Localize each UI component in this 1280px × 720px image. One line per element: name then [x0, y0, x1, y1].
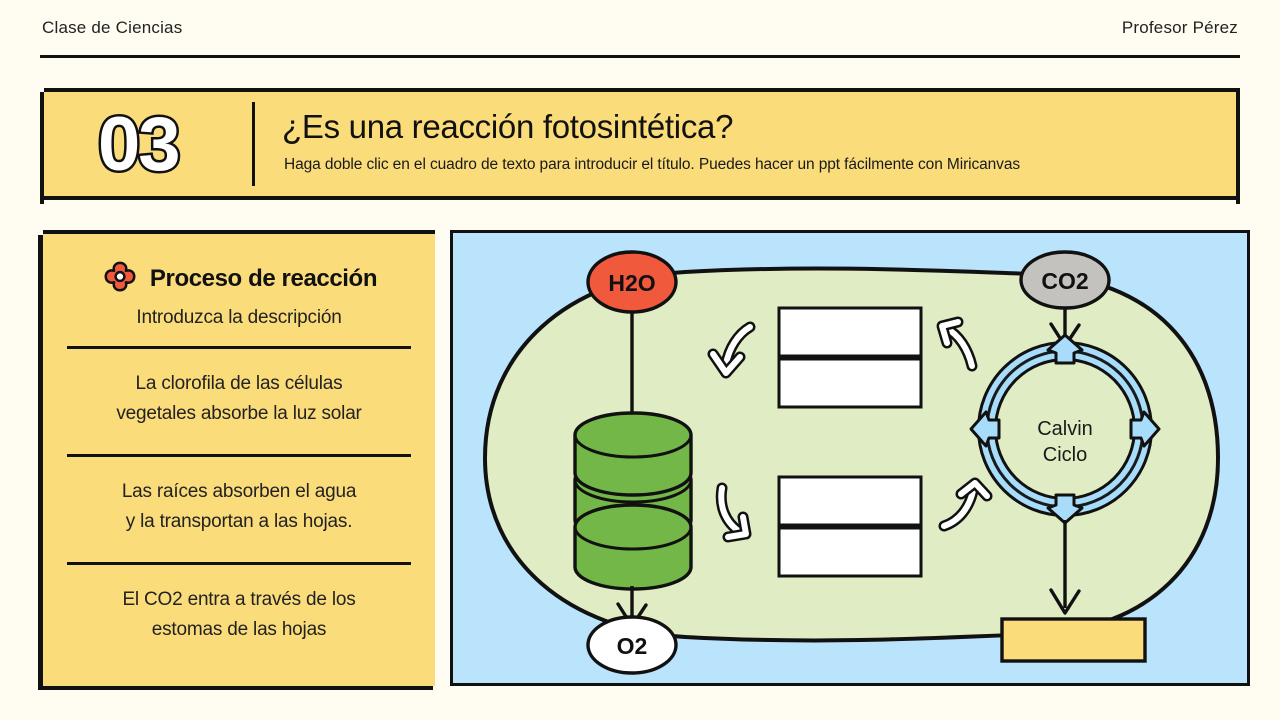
cycle-arrow-top: [1046, 333, 1084, 365]
panel-separator-1: [67, 346, 411, 349]
cycle-arrow-bottom: [1046, 493, 1084, 525]
process-panel: Proceso de reacción Introduzca la descri…: [38, 230, 438, 690]
banner-left-edge: [40, 92, 44, 204]
panel-left-edge: [38, 235, 43, 690]
list-item-line1: La clorofila de las células: [135, 373, 343, 394]
process-panel-description[interactable]: Introduzca la descripción: [136, 307, 342, 328]
result-arrow-head: [1049, 588, 1081, 615]
title-banner: 03 ¿Es una reacción fotosintética? Haga …: [40, 88, 1240, 206]
section-number: 03: [96, 100, 184, 190]
photosynthesis-diagram-panel: Calvin Ciclo H2O CO2 O2: [450, 230, 1250, 688]
photosynthesis-diagram: Calvin Ciclo H2O CO2 O2: [482, 250, 1221, 675]
teacher-label: Profesor Pérez: [1121, 18, 1238, 37]
placeholder-box-bottom[interactable]: [777, 475, 923, 578]
list-item[interactable]: Las raíces absorben el agua y la transpo…: [43, 457, 435, 545]
cycle-arrow-left: [969, 410, 1001, 448]
placeholder-box-result[interactable]: [1000, 617, 1147, 663]
granum-stack: [573, 411, 693, 591]
process-panel-heading: Proceso de reacción: [149, 265, 378, 292]
process-panel-body: Proceso de reacción Introduzca la descri…: [43, 234, 435, 686]
header-divider: [40, 55, 1240, 58]
panel-separator-2: [67, 454, 411, 457]
section-title[interactable]: ¿Es una reacción fotosintética?: [282, 108, 734, 145]
banner-background: [44, 88, 1240, 200]
section-subtitle[interactable]: Haga doble clic en el cuadro de texto pa…: [284, 156, 1021, 173]
arrow-box2-to-cycle: [941, 488, 976, 529]
list-item-line1: Las raíces absorben el agua: [121, 481, 357, 502]
panel-top-rule: [43, 230, 435, 234]
arrow-box2-to-cycle-head: [958, 480, 990, 499]
calvin-cycle-label-line1: Calvin: [1037, 418, 1093, 440]
arrow-granum-to-box2: [718, 485, 743, 535]
list-item-line2: estomas de las hojas: [151, 619, 327, 640]
calvin-cycle-ring: [969, 333, 1161, 525]
arrow-granum-to-box-head: [710, 351, 743, 376]
node-h2o-label: H2O: [608, 270, 655, 296]
node-h2o[interactable]: H2O: [586, 250, 678, 314]
arrow-cycle-to-box-head: [939, 319, 961, 346]
banner-vertical-divider: [252, 102, 255, 186]
arrow-cycle-to-box: [943, 325, 975, 369]
list-item-line2: vegetales absorbe la luz solar: [116, 403, 362, 424]
list-item[interactable]: El CO2 entra a través de los estomas de …: [43, 565, 435, 653]
placeholder-box-top[interactable]: [777, 306, 923, 409]
arrow-granum-to-box: [723, 324, 753, 367]
list-item[interactable]: La clorofila de las células vegetales ab…: [43, 349, 435, 437]
cycle-arrow-right: [1129, 410, 1161, 448]
node-o2-label: O2: [617, 633, 648, 659]
process-panel-header: Proceso de reacción: [43, 260, 435, 298]
arrow-granum-to-box2-head: [725, 514, 749, 540]
node-o2[interactable]: O2: [586, 615, 678, 675]
flower-icon: [104, 261, 136, 292]
node-co2-label: CO2: [1041, 268, 1088, 294]
banner-right-edge: [1236, 92, 1240, 204]
top-bar: Clase de Ciencias Profesor Pérez: [0, 0, 1280, 56]
class-label: Clase de Ciencias: [42, 18, 183, 37]
list-item-line2: y la transportan a las hojas.: [125, 511, 353, 532]
node-co2[interactable]: CO2: [1019, 250, 1111, 310]
list-item-line1: El CO2 entra a través de los: [122, 589, 356, 610]
panel-separator-3: [67, 562, 411, 565]
calvin-cycle-label-line2: Ciclo: [1043, 444, 1087, 466]
panel-bottom-edge: [38, 685, 433, 690]
